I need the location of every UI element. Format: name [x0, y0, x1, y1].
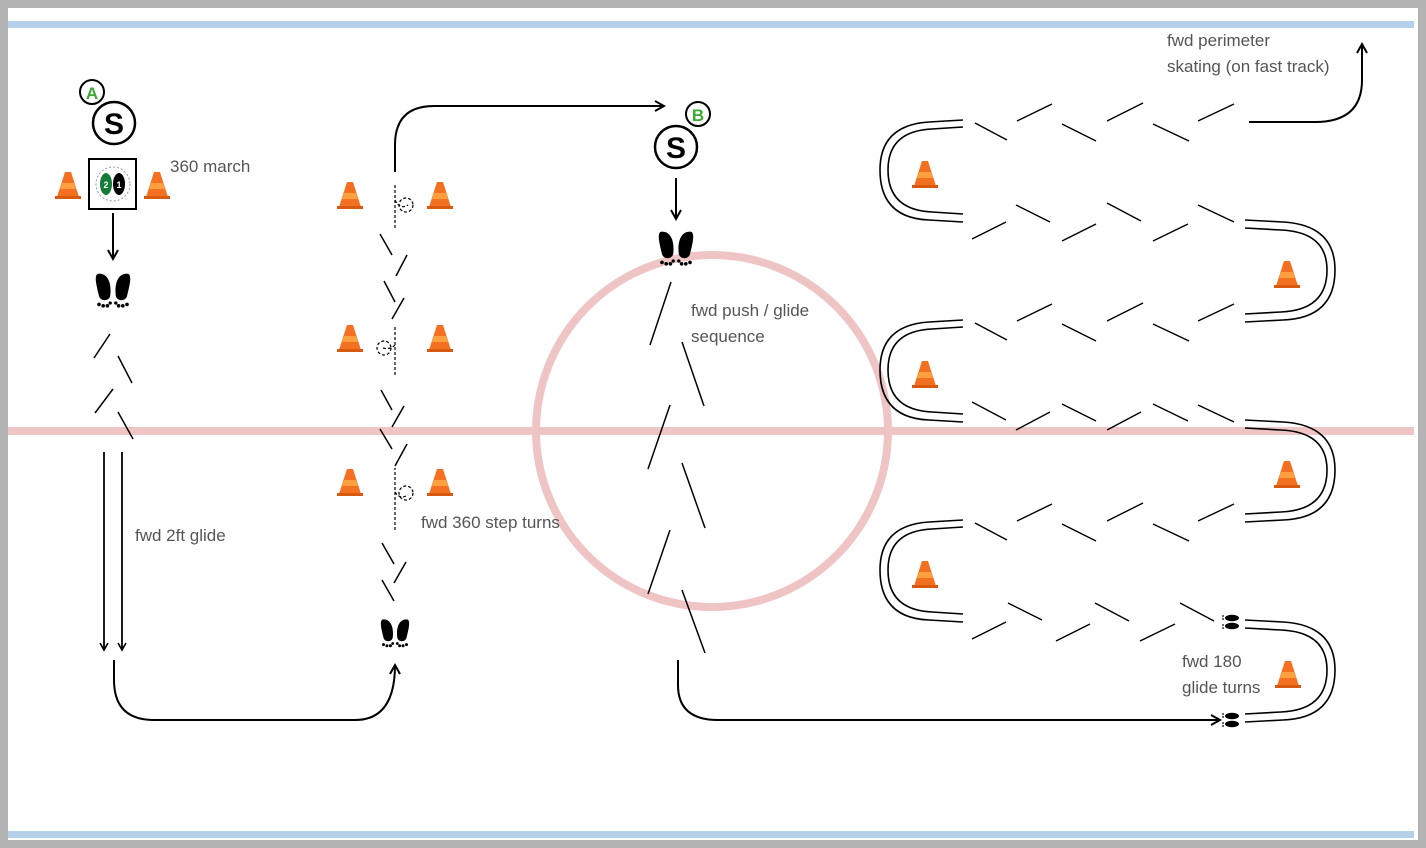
cone-icon — [912, 561, 938, 588]
skate-footprints-icon — [96, 274, 130, 308]
cone-icon — [337, 469, 363, 496]
skater-b-marker: S — [653, 124, 699, 170]
skater-b-letter: S — [666, 132, 686, 165]
skate-footprints-icon — [1222, 712, 1239, 728]
station-a-marker: A — [79, 79, 105, 105]
serpentine-strokes — [971, 102, 1235, 642]
label-push-glide: fwd push / glide — [691, 301, 809, 320]
skater-a-marker: S — [91, 100, 137, 146]
cone-icon — [427, 325, 453, 352]
step-strokes — [379, 233, 408, 602]
cone-icon — [55, 172, 81, 199]
arrow-a-to-step-turns — [113, 660, 395, 721]
label-sequence: sequence — [691, 327, 765, 346]
blue-line-top — [8, 21, 1414, 28]
cone-icon — [427, 469, 453, 496]
march-box-icon: 2 1 — [88, 158, 137, 210]
skate-footprints-icon — [381, 619, 409, 647]
label-360-march: 360 march — [170, 157, 250, 176]
label-glide-turns: glide turns — [1182, 678, 1260, 697]
cone-icon — [337, 325, 363, 352]
label-2ft-glide: fwd 2ft glide — [135, 526, 226, 545]
blue-line-bottom — [8, 831, 1414, 838]
cone-icon — [912, 161, 938, 188]
cone-icon — [144, 172, 170, 199]
serpentine-tracks — [879, 119, 1336, 723]
cone-icon — [912, 361, 938, 388]
center-red-line — [8, 427, 1414, 435]
cone-icon — [1274, 261, 1300, 288]
station-b-letter: B — [692, 106, 704, 125]
arrow-b-to-glide-turns — [677, 660, 1220, 720]
push-glide-strokes — [647, 281, 706, 654]
svg-text:1: 1 — [116, 180, 121, 190]
step-turn-loops — [376, 185, 414, 530]
cone-icon — [427, 182, 453, 209]
skate-footprints-icon — [1222, 614, 1239, 630]
label-fwd-perimeter: fwd perimeter — [1167, 31, 1270, 50]
label-perimeter-skating: skating (on fast track) — [1167, 57, 1330, 76]
glide-strokes-a — [93, 333, 134, 440]
cone-icon — [1275, 661, 1301, 688]
station-a-letter: A — [86, 84, 98, 103]
label-fwd-180: fwd 180 — [1182, 652, 1242, 671]
center-faceoff-circle — [532, 251, 892, 611]
cone-icon — [337, 182, 363, 209]
cone-icon — [1274, 461, 1300, 488]
skater-a-letter: S — [104, 108, 124, 141]
label-step-turns: fwd 360 step turns — [421, 513, 560, 532]
svg-text:2: 2 — [103, 180, 108, 190]
arrow-perimeter-exit — [1249, 44, 1362, 123]
arrow-step-turns-to-b — [394, 106, 664, 172]
station-b-marker: B — [685, 101, 711, 127]
